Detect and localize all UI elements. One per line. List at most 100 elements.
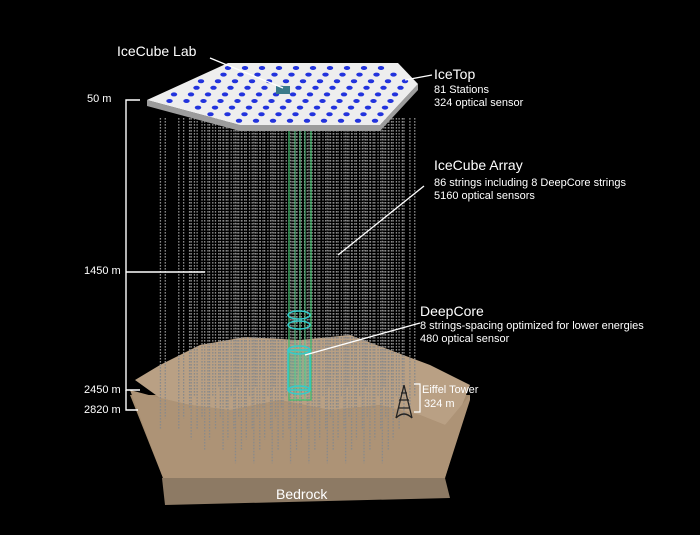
- icetop-station-dot: [302, 99, 309, 103]
- icetop-station-dot: [289, 92, 297, 97]
- icetop-station-dot: [170, 92, 178, 97]
- icetop-station-dot: [217, 99, 224, 103]
- icetop-stations-text: 81 Stations: [434, 84, 490, 96]
- array-pointer: [337, 185, 425, 256]
- icetop-station-dot: [330, 105, 338, 110]
- deepcore-ring: [287, 310, 311, 320]
- deepcore-ring: [287, 345, 311, 355]
- icetop-station-dot: [244, 85, 251, 90]
- icetop-station-dot: [346, 85, 353, 90]
- icetop-station-dot: [339, 72, 346, 77]
- icetop-station-dot: [347, 105, 355, 110]
- icetop-station-dot: [326, 112, 333, 117]
- deepcore-pointer: [304, 322, 421, 356]
- icetop-station-dot: [381, 105, 389, 110]
- icetop-station-dot: [210, 85, 217, 90]
- icetop-station-dot: [343, 66, 351, 70]
- icetop-station-dot: [220, 72, 227, 77]
- icetop-station-dot: [282, 79, 290, 84]
- icetop-station-dot: [371, 118, 379, 123]
- icetop-station-dot: [313, 105, 321, 110]
- icetop-station-dot: [353, 99, 360, 103]
- icetop-station-dot: [340, 92, 348, 97]
- icetop-station-dot: [303, 118, 311, 123]
- icetop-station-dot: [207, 112, 214, 117]
- icetop-station-dot: [295, 85, 302, 90]
- icetop-station-dot: [248, 79, 256, 84]
- icetop-station-dot: [211, 105, 219, 110]
- deepcore-dense-cylinder: [287, 349, 311, 391]
- eiffel-bracket: [414, 383, 421, 413]
- icetop-station-dot: [204, 92, 212, 97]
- icetop-station-dot: [377, 112, 384, 117]
- icetop-station-dot: [254, 72, 261, 77]
- eiffel-tower-height: 324 m: [424, 398, 455, 410]
- icetop-station-dot: [187, 92, 195, 97]
- icetop-station-dot: [200, 99, 207, 103]
- icetop-station-dot: [261, 85, 268, 90]
- icetop-station-dot: [384, 79, 392, 84]
- icetop-station-dot: [269, 118, 277, 123]
- icetop-station-dot: [193, 85, 200, 90]
- icetop-stations: [166, 66, 409, 123]
- icetop-station-dot: [354, 118, 362, 123]
- icetop-station-dot: [305, 72, 312, 77]
- icetop-station-dot: [258, 66, 266, 70]
- icetop-station-dot: [197, 79, 205, 84]
- icetop-station-dot: [245, 105, 253, 110]
- depth-bracket-bottom: [125, 390, 138, 411]
- depth-bracket-top: [125, 99, 140, 391]
- icecube-lab-label: IceCube Lab: [117, 43, 197, 59]
- bedrock-block: [162, 478, 450, 505]
- icetop-station-dot: [326, 66, 334, 70]
- icetop-station-dot: [323, 92, 331, 97]
- icetop-station-dot: [336, 99, 343, 103]
- icetop-station-dot: [357, 92, 365, 97]
- icetop-station-dot: [268, 99, 275, 103]
- icetop-station-dot: [224, 66, 232, 70]
- icetop-station-dot: [329, 85, 336, 90]
- icetop-station-dot: [288, 72, 295, 77]
- icetop-station-dot: [367, 79, 375, 84]
- icetop-station-dot: [309, 66, 317, 70]
- icetop-station-dot: [364, 105, 372, 110]
- icetop-station-dot: [343, 112, 350, 117]
- icetop-station-dot: [286, 118, 294, 123]
- icetop-station-dot: [299, 79, 307, 84]
- icetop-station-dot: [374, 92, 382, 97]
- icetop-station-dot: [387, 99, 394, 103]
- icetop-station-dot: [319, 99, 326, 103]
- icetop-station-dot: [252, 118, 260, 123]
- depth-label-1450: 1450 m: [84, 265, 121, 277]
- icetop-station-dot: [275, 66, 283, 70]
- icetop-station-dot: [228, 105, 236, 110]
- icetop-station-dot: [258, 112, 265, 117]
- icetop-station-dot: [370, 99, 377, 103]
- icetop-station-dot: [390, 72, 397, 77]
- icetop-station-dot: [333, 79, 341, 84]
- icetop-surface-side: [147, 84, 418, 131]
- icecube-array-title: IceCube Array: [434, 157, 523, 173]
- depth-label-2820: 2820 m: [84, 404, 121, 416]
- icetop-station-dot: [380, 85, 387, 90]
- icetop-station-dot: [292, 66, 300, 70]
- icecube-lab-building: [276, 86, 290, 94]
- icetop-pointer: [404, 74, 433, 81]
- icetop-station-dot: [316, 79, 324, 84]
- icetop-station-dot: [309, 112, 316, 117]
- depth-scale: [125, 99, 205, 411]
- icetop-station-dot: [237, 72, 244, 77]
- icetop-station-dot: [262, 105, 270, 110]
- ground-top: [135, 335, 470, 425]
- icetop-station-dot: [271, 72, 278, 77]
- icetop-station-dot: [320, 118, 328, 123]
- icetop-station-dot: [296, 105, 304, 110]
- icetop-station-dot: [238, 92, 246, 97]
- icetop-station-dot: [312, 85, 319, 90]
- icetop-station-dot: [231, 79, 239, 84]
- icetop-station-dot: [255, 92, 263, 97]
- deepcore-spacing-text: 8 strings-spacing optimized for lower en…: [420, 320, 644, 332]
- icetop-station-dot: [214, 79, 222, 84]
- icetop-station-dot: [360, 66, 368, 70]
